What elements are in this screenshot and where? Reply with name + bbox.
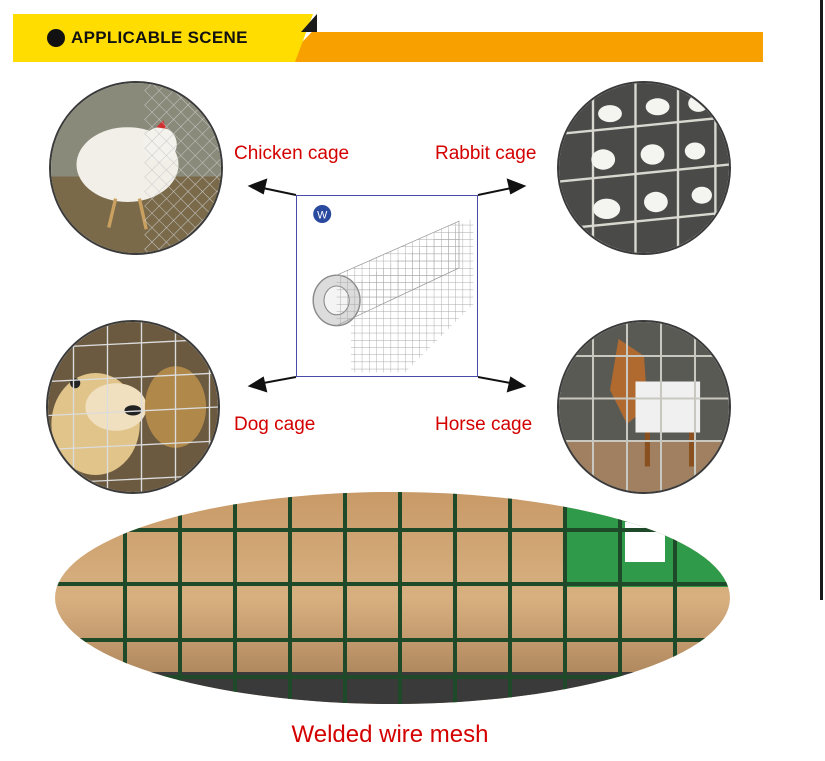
rabbit-photo (557, 81, 731, 255)
banner-notch (301, 14, 317, 32)
label-horse-cage: Horse cage (435, 414, 533, 435)
label-dog-cage: Dog cage (234, 414, 316, 435)
banner-orange-stripe (283, 32, 763, 62)
welded-wire-roll-photo (55, 492, 730, 704)
label-rabbit-cage: Rabbit cage (435, 143, 537, 164)
caption-welded-wire-mesh: Welded wire mesh (291, 721, 489, 748)
page-edge-rule (820, 0, 823, 600)
section-banner: APPLICABLE SCENE (13, 14, 763, 64)
chicken-photo (49, 81, 223, 255)
section-title: APPLICABLE SCENE (71, 28, 248, 47)
brand-logo-letter: W (317, 210, 328, 222)
horse-photo (557, 320, 731, 494)
bullet-dot-icon (47, 29, 65, 47)
label-chicken-cage: Chicken cage (234, 143, 350, 164)
dog-photo (46, 320, 220, 494)
product-mesh-roll-image: W (296, 195, 478, 377)
